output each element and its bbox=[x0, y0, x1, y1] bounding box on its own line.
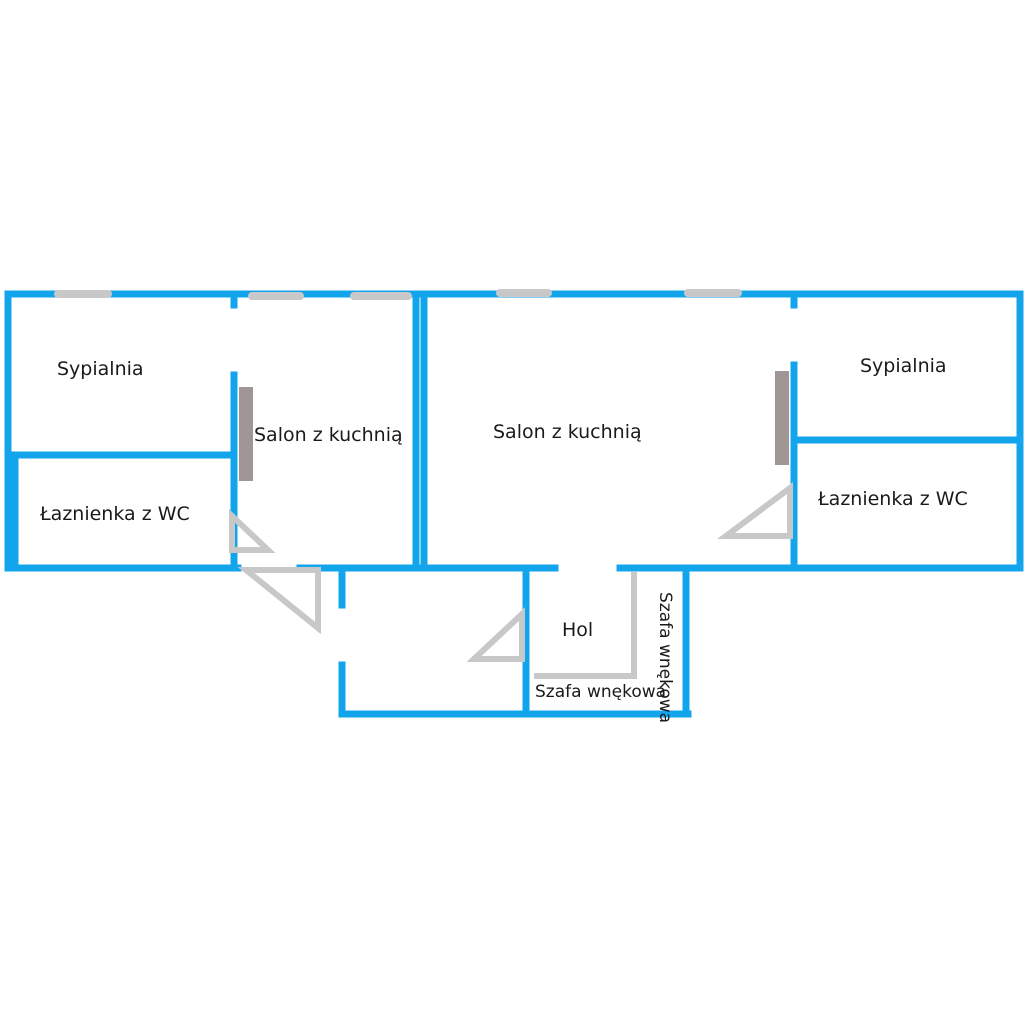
door-annex-inner bbox=[466, 607, 525, 662]
columns bbox=[239, 371, 789, 481]
label-wardrobe-bottom: Szafa wnękowa bbox=[535, 682, 666, 702]
doors bbox=[229, 482, 793, 679]
label-living-center: Salon z kuchnią bbox=[493, 421, 642, 443]
column-right bbox=[775, 371, 789, 465]
label-bath-left: Łaznienka z WC bbox=[39, 503, 190, 525]
label-wardrobe-vertical: Szafa wnękowa bbox=[655, 592, 675, 723]
wardrobe-partition bbox=[534, 572, 637, 679]
label-hall: Hol bbox=[562, 619, 593, 641]
door-right-bath bbox=[717, 482, 793, 539]
column-left bbox=[239, 387, 253, 481]
door-left-bath bbox=[229, 509, 276, 553]
label-bedroom-left: Sypialnia bbox=[57, 358, 144, 380]
label-living-left: Salon z kuchnią bbox=[254, 424, 403, 446]
label-bath-right: Łaznienka z WC bbox=[817, 488, 968, 510]
label-bedroom-right: Sypialnia bbox=[860, 355, 947, 377]
door-annex-entry bbox=[237, 567, 321, 635]
windows bbox=[54, 289, 742, 300]
